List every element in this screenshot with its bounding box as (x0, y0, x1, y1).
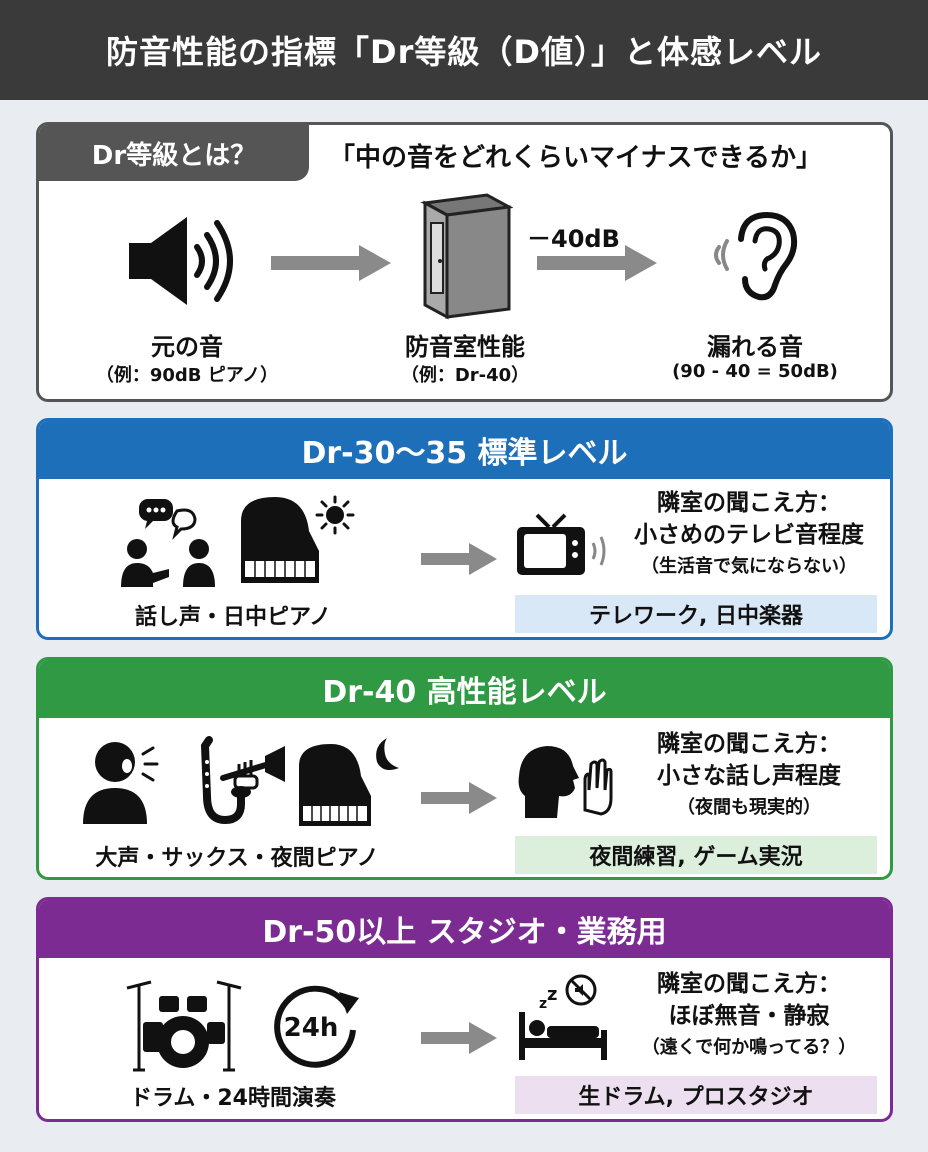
hearing-title: 隣室の聞こえ方： (657, 971, 841, 997)
arrow-icon (421, 543, 497, 575)
room-performance-label: 防音室性能 (405, 333, 525, 361)
reduction-label: －40dB (527, 225, 620, 253)
level-panel-standard: Dr-30〜35 標準レベル (36, 418, 893, 640)
leaked-sound-calc: (90 - 40 = 50dB) (672, 361, 838, 382)
sleeping-icon: z z (515, 968, 611, 1064)
svg-text:z: z (539, 996, 547, 1012)
arrow-icon (421, 782, 497, 814)
use-case-label: 生ドラム, プロスタジオ (515, 1076, 877, 1114)
people-talking-icon (119, 495, 219, 591)
piano-sun-icon (235, 491, 355, 591)
level-header: Dr-40 高性能レベル (39, 660, 890, 718)
drum-kit-icon (121, 974, 245, 1074)
hearing-main: ほぼ無音・静寂 (668, 1003, 830, 1029)
dr-definition-tag: Dr等級とは？ (39, 125, 309, 181)
level-panel-studio: Dr-50以上 スタジオ・業務用 24h (36, 897, 893, 1122)
arrow-icon (537, 245, 657, 281)
hearing-note: （夜間も現実的） (677, 797, 821, 818)
dr-explanation-panel: Dr等級とは？ 「中の音をどれくらいマイナスできるか」 －40dB (36, 122, 893, 402)
svg-text:z: z (547, 984, 557, 1005)
use-case-label: 夜間練習, ゲーム実況 (515, 836, 877, 874)
sound-sources-label: 大声・サックス・夜間ピアノ (95, 846, 379, 871)
hearing-description: 隣室の聞こえ方： ほぼ無音・静寂 （遠くで何か鳴ってる？） (615, 968, 883, 1064)
clock-text: 24h (284, 1013, 339, 1043)
leaked-sound-label: 漏れる音 (707, 333, 803, 361)
arrow-icon (271, 245, 391, 281)
hearing-title: 隣室の聞こえ方： (657, 731, 841, 757)
level-header: Dr-30〜35 標準レベル (39, 421, 890, 479)
room-performance-example: （例：Dr-40） (400, 365, 530, 386)
hearing-title: 隣室の聞こえ方： (657, 490, 841, 516)
hearing-note: （遠くで何か鳴ってる？） (641, 1037, 857, 1058)
level-panel-high: Dr-40 高性能レベル (36, 657, 893, 880)
dr-definition-tagline: 「中の音をどれくらいマイナスできるか」 (329, 143, 822, 173)
clock-24h-icon: 24h (267, 978, 363, 1074)
booth-icon (417, 191, 513, 321)
sound-sources-label: 話し声・日中ピアノ (134, 605, 332, 630)
page-title: 防音性能の指標「Dr等級（D値）」と体感レベル (0, 0, 928, 100)
sound-sources-label: ドラム・24時間演奏 (130, 1086, 336, 1111)
use-case-label: テレワーク, 日中楽器 (515, 595, 877, 633)
shouting-person-icon (81, 736, 171, 826)
source-sound-example: （例：90dB ピアノ） (95, 365, 279, 386)
whisper-icon (515, 740, 615, 820)
tv-icon (515, 511, 611, 581)
hearing-main: 小さな話し声程度 (657, 763, 841, 789)
piano-moon-icon (295, 732, 405, 832)
hearing-description: 隣室の聞こえ方： 小さな話し声程度 （夜間も現実的） (615, 728, 883, 824)
speaker-icon (127, 211, 247, 311)
hearing-main: 小さめのテレビ音程度 (634, 522, 864, 548)
hearing-description: 隣室の聞こえ方： 小さめのテレビ音程度 （生活音で気にならない） (615, 487, 883, 583)
hearing-note: （生活音で気にならない） (641, 556, 857, 577)
sax-trumpet-icon (179, 736, 289, 836)
source-sound-label: 元の音 (151, 333, 223, 361)
arrow-icon (421, 1022, 497, 1054)
ear-icon (705, 207, 805, 307)
level-header: Dr-50以上 スタジオ・業務用 (39, 900, 890, 958)
